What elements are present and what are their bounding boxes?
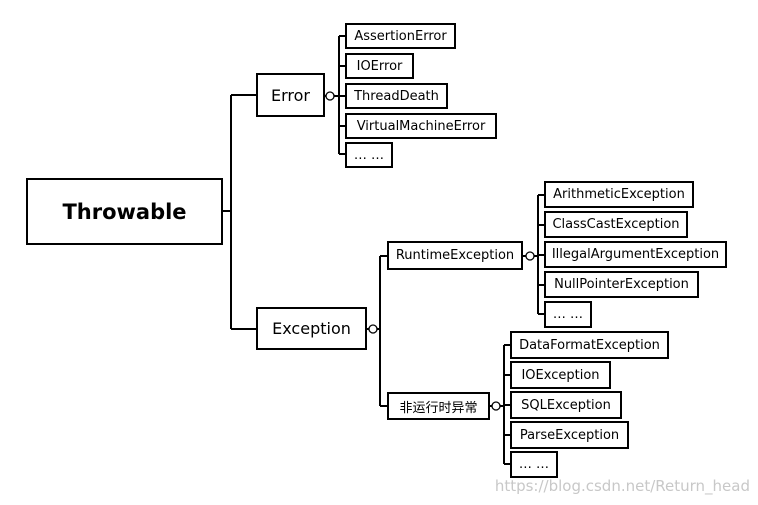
runtime-child-node: IllegalArgumentException bbox=[544, 241, 727, 268]
runtime-collapse-handle bbox=[525, 251, 535, 261]
checked-exception-node: 非运行时异常 bbox=[387, 392, 490, 420]
watermark: https://blog.csdn.net/Return_head bbox=[494, 477, 750, 495]
exception-node: Exception bbox=[256, 307, 367, 350]
error-more-node: … … bbox=[345, 142, 393, 168]
connector-runtime bbox=[522, 194, 545, 315]
checked-child-node: SQLException bbox=[510, 391, 622, 419]
error-collapse-handle bbox=[325, 91, 335, 101]
error-child-node: AssertionError bbox=[345, 23, 456, 49]
throwable-node: Throwable bbox=[26, 178, 223, 245]
connector-checked bbox=[489, 344, 511, 465]
checked-child-node: ParseException bbox=[510, 421, 629, 449]
runtime-more-node: … … bbox=[544, 301, 592, 328]
connector-exception bbox=[366, 255, 388, 407]
error-child-node: VirtualMachineError bbox=[345, 113, 497, 139]
connector-root bbox=[222, 94, 256, 330]
checked-more-node: … … bbox=[510, 451, 558, 478]
checked-child-node: IOException bbox=[510, 361, 611, 389]
runtime-exception-node: RuntimeException bbox=[387, 241, 523, 270]
error-child-node: IOError bbox=[345, 53, 414, 79]
exception-collapse-handle bbox=[368, 324, 378, 334]
error-child-node: ThreadDeath bbox=[345, 83, 448, 109]
runtime-child-node: ArithmeticException bbox=[544, 181, 694, 208]
checked-child-node: DataFormatException bbox=[510, 331, 669, 359]
runtime-child-node: NullPointerException bbox=[544, 271, 699, 298]
connector-error bbox=[324, 35, 346, 155]
checked-collapse-handle bbox=[491, 401, 501, 411]
error-node: Error bbox=[256, 73, 325, 117]
runtime-child-node: ClassCastException bbox=[544, 211, 688, 238]
